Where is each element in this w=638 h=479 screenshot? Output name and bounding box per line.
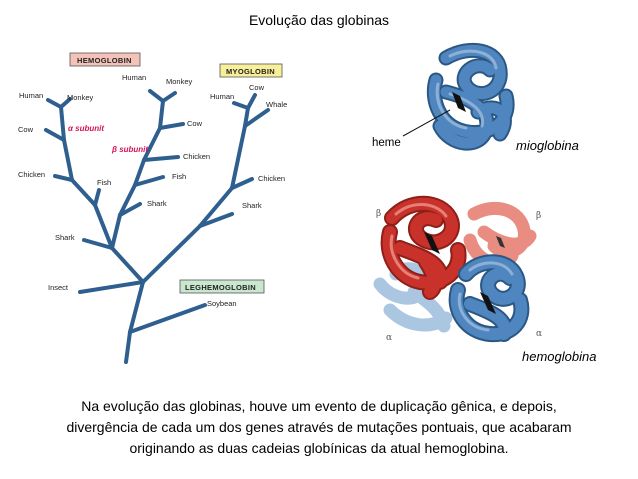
beta-leaf-cow: Cow <box>187 119 203 128</box>
beta-subunit-label: β subunit <box>111 145 148 154</box>
myo-leaf-shark: Shark <box>242 201 262 210</box>
leaf-soybean: Soybean <box>207 299 237 308</box>
caption: Na evolução das globinas, houve um event… <box>14 396 624 459</box>
beta-leaf-chicken: Chicken <box>183 152 210 161</box>
beta-leaf-shark: Shark <box>147 199 167 208</box>
alpha-leaf-shark: Shark <box>55 233 75 242</box>
caption-line-3: originando as duas cadeias globínicas da… <box>129 440 509 456</box>
beta-leaf-human: Human <box>122 73 146 82</box>
page-title: Evolução das globinas <box>248 12 390 28</box>
myoglobin-label: mioglobina <box>516 138 579 153</box>
beta-leaf-fish: Fish <box>172 172 186 181</box>
myoglobin-structure <box>426 42 515 151</box>
myoglobin-box-label: MYOGLOBIN <box>226 67 275 76</box>
hemoglobin-alpha-symbol-right: α <box>536 329 542 339</box>
myoglobin-heme-group <box>452 92 466 112</box>
leghemoglobin-box <box>179 279 265 294</box>
beta-leaf-monkey: Monkey <box>166 77 193 86</box>
caption-line-1: Na evolução das globinas, houve um event… <box>81 398 557 414</box>
alpha-leaf-human: Human <box>19 91 43 100</box>
hemoglobin-beta-symbol-right: β <box>536 211 541 221</box>
alpha-leaf-monkey: Monkey <box>67 93 94 102</box>
myo-leaf-whale: Whale <box>266 100 287 109</box>
tree-branches <box>44 89 270 364</box>
hemoglobin-heme-back <box>496 236 505 248</box>
hemoglobin-box <box>69 52 141 67</box>
myoglobin-box <box>219 63 283 78</box>
heme-pointer-line <box>402 109 451 137</box>
heme-label: heme <box>372 137 401 149</box>
hemoglobin-alpha-symbol-left: α <box>386 333 392 343</box>
alpha-leaf-cow: Cow <box>18 125 34 134</box>
myo-leaf-human: Human <box>210 92 234 101</box>
hemoglobin-structure <box>373 195 537 343</box>
hemoglobin-heme-alpha <box>424 232 440 254</box>
alpha-leaf-fish: Fish <box>97 178 111 187</box>
alpha-leaf-chicken: Chicken <box>18 170 45 179</box>
myo-leaf-chicken: Chicken <box>258 174 285 183</box>
leghemoglobin-box-label: LEGHEMOGLOBIN <box>185 283 256 292</box>
caption-line-2: divergência de cada um dos genes através… <box>66 419 572 435</box>
hemoglobin-label: hemoglobina <box>522 349 596 364</box>
myo-leaf-cow: Cow <box>249 83 265 92</box>
hemoglobin-box-label: HEMOGLOBIN <box>77 56 132 65</box>
alpha-subunit-label: α subunit <box>68 124 104 133</box>
leaf-insect: Insect <box>48 283 69 292</box>
hemoglobin-heme-beta <box>480 292 496 314</box>
hemoglobin-beta-symbol-left: β <box>376 209 381 219</box>
